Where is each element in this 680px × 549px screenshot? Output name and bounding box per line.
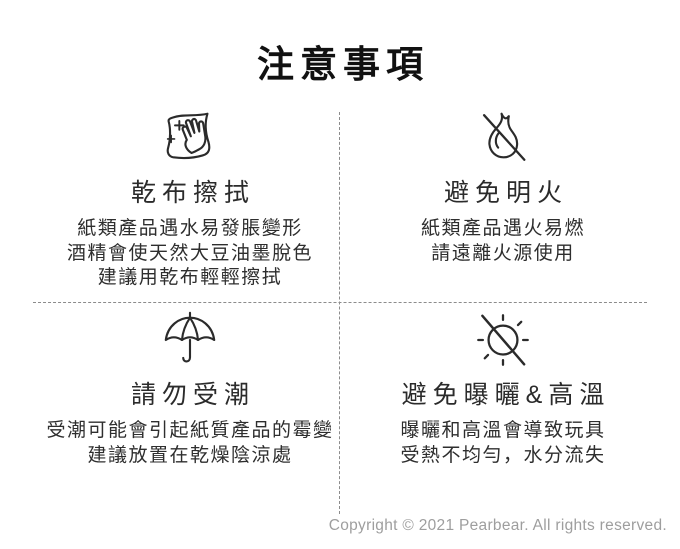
section-line: 請遠離火源使用 xyxy=(431,242,575,264)
section-line: 紙類產品遇火易燃 xyxy=(420,218,585,239)
cloth-wipe-icon xyxy=(158,106,222,168)
section-title-avoid-sun-heat: 避免曝曬&高溫 xyxy=(401,381,611,409)
section-line: 建議放置在乾燥陰涼處 xyxy=(87,444,293,466)
section-avoid-sun-heat: 避免曝曬&高溫 曝曬和高溫會導致玩具 受熱不均勻，水分流失 xyxy=(348,308,658,468)
no-sun-icon-svg xyxy=(477,314,529,366)
section-line: 紙類產品遇水易發脹變形 xyxy=(77,218,303,239)
no-open-flame-icon-svg xyxy=(482,112,526,161)
section-avoid-fire: 避免明火 紙類產品遇火易燃 請遠離火源使用 xyxy=(348,106,658,266)
section-title-avoid-moisture: 請勿受潮 xyxy=(130,381,255,409)
horizontal-divider xyxy=(33,302,647,303)
no-open-flame-icon xyxy=(472,106,534,168)
section-title-dry-wipe: 乾布擦拭 xyxy=(130,179,255,207)
section-line: 曝曬和高溫會導致玩具 xyxy=(400,420,606,441)
section-title-avoid-fire: 避免明火 xyxy=(443,179,568,207)
no-sun-icon xyxy=(470,308,536,370)
section-line: 酒精會使天然大豆油墨脫色 xyxy=(66,242,313,264)
section-line: 建議用乾布輕輕擦拭 xyxy=(97,267,283,288)
umbrella-icon xyxy=(159,308,221,370)
umbrella-icon-svg xyxy=(164,311,216,363)
vertical-divider xyxy=(339,112,340,514)
cloth-wipe-icon-svg xyxy=(166,112,211,160)
copyright-text: Copyright © 2021 Pearbear. All rights re… xyxy=(328,517,667,534)
section-dry-wipe: 乾布擦拭 紙類產品遇水易發脹變形 酒精會使天然大豆油墨脫色 建議用乾布輕輕擦拭 xyxy=(35,106,345,291)
page-title: 注意事項 xyxy=(257,44,429,85)
section-line: 受熱不均勻，水分流失 xyxy=(400,444,606,466)
section-line: 受潮可能會引起紙質產品的霉變 xyxy=(46,420,334,441)
section-avoid-moisture: 請勿受潮 受潮可能會引起紙質產品的霉變 建議放置在乾燥陰涼處 xyxy=(35,308,345,468)
